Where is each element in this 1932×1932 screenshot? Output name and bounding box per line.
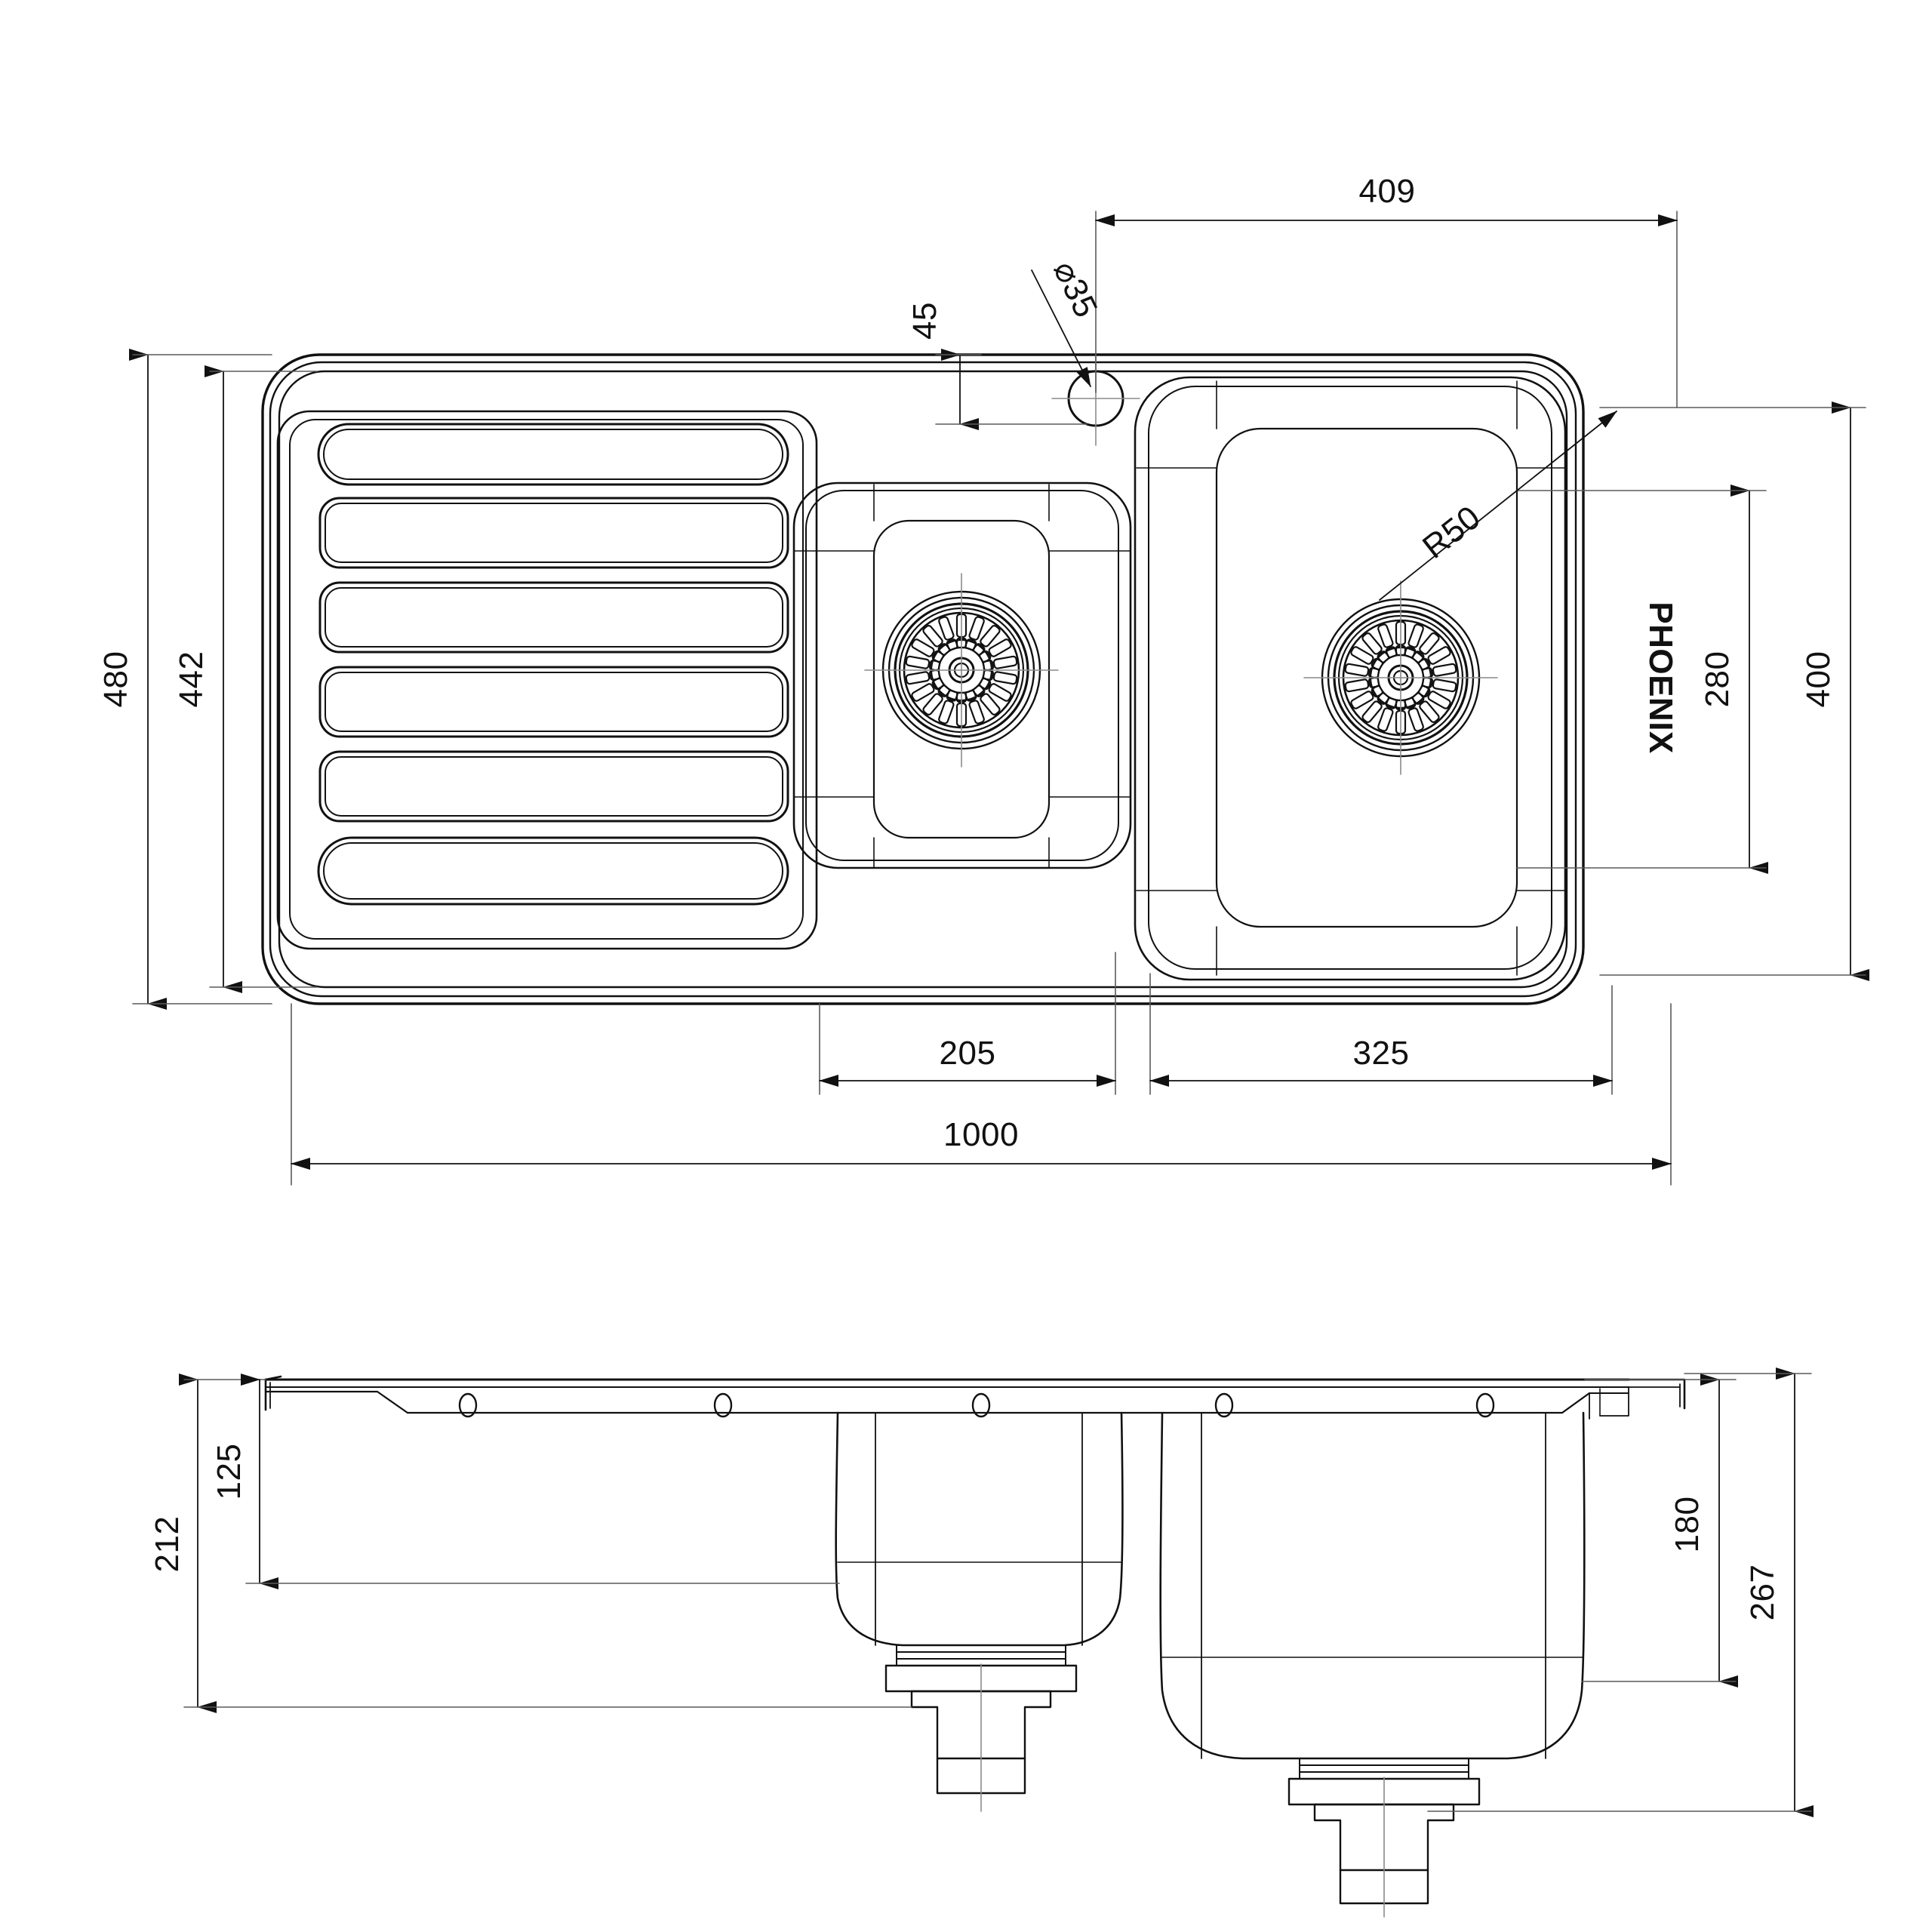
dim-180-label: 180 (1669, 1497, 1706, 1553)
drainer-groove (318, 750, 789, 823)
dim-400: 400 (1599, 401, 1869, 981)
dim-325: 325 (1149, 973, 1613, 1095)
waste-strainer-small (864, 573, 1059, 768)
dim-1000-label: 1000 (943, 1116, 1019, 1153)
dim-dia35: ⌀35 (1031, 255, 1105, 387)
dim-205-label: 205 (940, 1035, 996, 1072)
dim-125: 125 (211, 1374, 840, 1589)
small-bowl (792, 481, 1132, 869)
dim-280-label: 280 (1699, 651, 1736, 708)
dim-212: 212 (149, 1374, 912, 1713)
dim-400-label: 400 (1800, 651, 1837, 708)
dim-409-label: 409 (1359, 173, 1416, 210)
dim-280: 280 (1516, 485, 1768, 874)
dim-212-label: 212 (149, 1516, 186, 1573)
dim-R50-label: R50 (1416, 499, 1487, 566)
elevation-sink (264, 1375, 1686, 1918)
dim-409: 409 (1095, 173, 1678, 408)
dim-442: 442 (173, 365, 318, 993)
large-bowl (1134, 376, 1567, 981)
dim-125-label: 125 (211, 1444, 248, 1500)
dim-442-label: 442 (173, 651, 210, 708)
dim-325-label: 325 (1353, 1035, 1410, 1072)
waste-fitting-large (1287, 1758, 1481, 1918)
dim-1000: 1000 (291, 1003, 1672, 1186)
dim-267-label: 267 (1744, 1564, 1781, 1621)
drainer-groove (318, 497, 789, 569)
dim-480-label: 480 (97, 651, 134, 708)
dim-45: 45 (906, 302, 1088, 430)
drainer-groove (317, 423, 789, 486)
dim-180: 180 (1581, 1374, 1738, 1687)
brand-logo: PHOENIX (1642, 601, 1679, 754)
dim-267: 267 (1427, 1367, 1814, 1817)
dim-480: 480 (97, 349, 272, 1010)
dim-45-label: 45 (906, 302, 943, 340)
waste-strainer-large (1303, 580, 1498, 775)
drainer-groove (318, 581, 789, 654)
drainer-groove (317, 836, 789, 906)
dim-205: 205 (819, 952, 1116, 1095)
dim-R50: R50 (1379, 411, 1617, 601)
drainer-groove (318, 666, 789, 738)
waste-fitting-small (884, 1644, 1078, 1812)
drainer-grooves (317, 423, 789, 906)
plan-sink-body (261, 353, 1585, 1005)
drainer-board (276, 410, 818, 950)
